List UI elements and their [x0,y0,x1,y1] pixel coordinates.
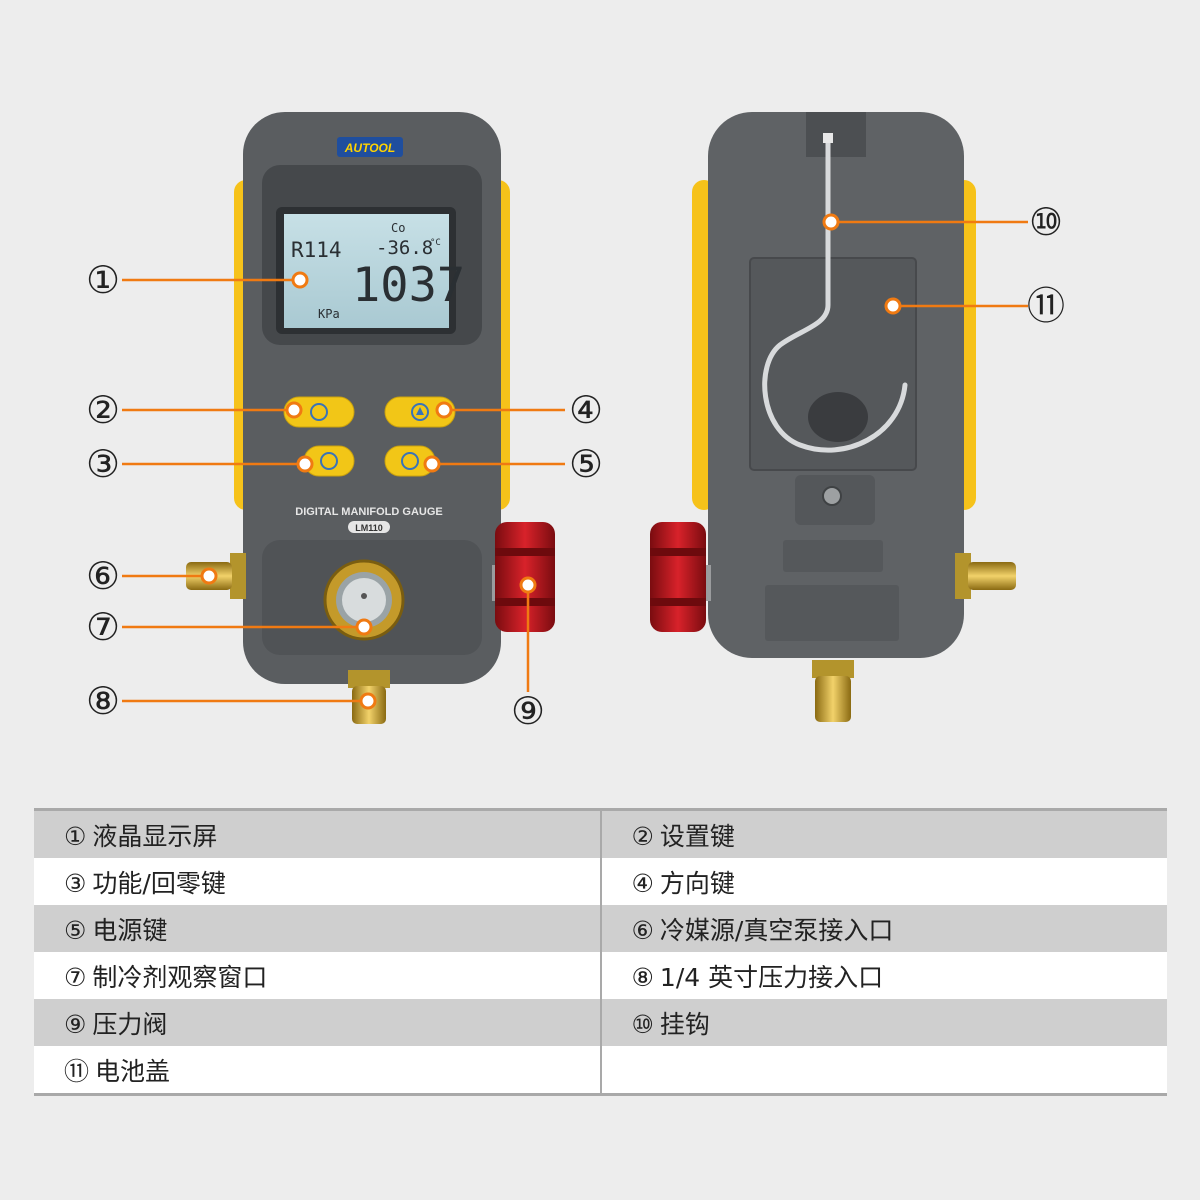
model-badge [348,521,390,533]
callout-dot-5 [423,455,441,473]
legend-cell [600,1046,1167,1095]
callout-9: ⑨ [511,689,545,733]
lcd-temperature-unit: °C [430,238,441,248]
back-refrigerant-port [968,562,1016,590]
legend-label: 电源键 [92,915,168,945]
battery-cover [749,257,917,471]
legend-label: 功能/回零键 [92,868,226,898]
legend-label: 液晶显示屏 [92,821,218,851]
callout-4: ④ [569,388,603,432]
legend-number: ⑦ [64,962,87,992]
legend-number: ⑪ [64,1056,90,1086]
lcd-pressure-unit: KPa [318,307,340,321]
lcd-screen [284,214,449,328]
back-device [650,112,1016,722]
callout-numbers: ① ② ③ ④ ⑤ ⑥ ⑦ ⑧ ⑨ ⑩ ⑪ [86,200,1065,733]
lcd-pressure: 1037 [352,258,465,313]
legend-label: 挂钩 [659,1009,710,1039]
callout-10: ⑩ [1029,200,1063,244]
back-valve-knob [650,522,706,632]
callout-6: ⑥ [86,554,120,598]
callout-dot-3 [296,455,314,473]
callout-dot-4 [435,401,453,419]
callouts [122,220,1028,703]
legend-number: ⑥ [631,915,654,945]
legend-label: 压力阀 [92,1009,168,1039]
callout-1: ① [86,258,120,302]
legend-label: 1/4 英寸压力接入口 [659,962,884,992]
legend-number: ⑧ [631,962,654,992]
legend-label: 冷媒源/真空泵接入口 [659,915,894,945]
callout-dot-10 [822,213,840,231]
callout-dot-9 [519,576,537,594]
callout-dot-8 [359,692,377,710]
legend-number: ③ [64,868,87,898]
legend-label: 设置键 [659,821,735,851]
legend-number: ⑩ [631,1009,654,1039]
product-illustration: AUTOOL Co R114 -36.8 °C 1037 KPa DIGITAL… [86,112,1065,733]
legend-label: 方向键 [659,868,735,898]
legend-label: 电池盖 [95,1056,171,1086]
hanging-hook [762,137,908,453]
legend-number: ⑤ [64,915,87,945]
legend-number: ② [631,821,654,851]
callout-dots [200,213,902,710]
legend-number: ⑨ [64,1009,87,1039]
legend-number: ④ [631,868,654,898]
setting-button[interactable] [283,396,355,428]
callout-dot-11 [884,297,902,315]
callout-7: ⑦ [86,605,120,649]
callout-5: ⑤ [569,442,603,486]
legend-label: 制冷剂观察窗口 [92,962,268,992]
callout-dot-1 [291,271,309,289]
legend-number: ① [64,821,87,851]
brand-logo-text: AUTOOL [344,141,395,155]
model-badge-text: LM110 [355,523,383,533]
front-device: AUTOOL Co R114 -36.8 °C 1037 KPa DIGITAL… [186,112,555,724]
callout-dot-6 [200,567,218,585]
callout-11: ⑪ [1027,284,1065,328]
brand-badge [337,137,403,157]
lcd-temperature: -36.8 [376,237,433,259]
callout-dot-2 [285,401,303,419]
pressure-valve-knob[interactable] [495,522,555,632]
callout-dot-7 [355,618,373,636]
lcd-mode: Co [391,221,405,235]
callout-3: ③ [86,442,120,486]
callout-8: ⑧ [86,679,120,723]
model-title: DIGITAL MANIFOLD GAUGE [295,506,442,518]
lcd-refrigerant: R114 [291,238,342,262]
callout-2: ② [86,388,120,432]
